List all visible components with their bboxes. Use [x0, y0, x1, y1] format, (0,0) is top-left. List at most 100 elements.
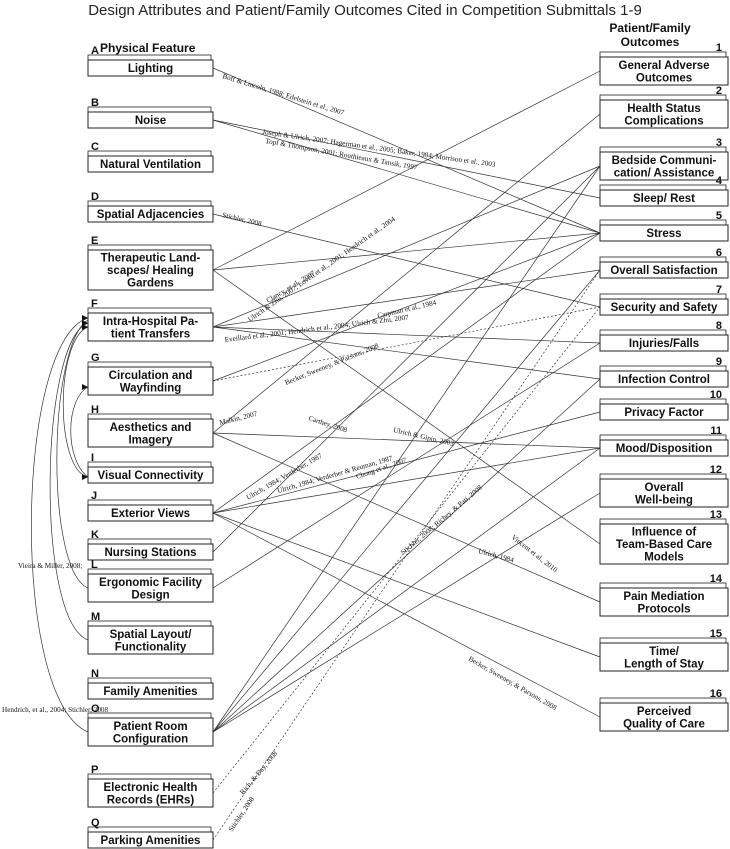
curve-spatial-layout-to-transfers: [49, 322, 89, 641]
outcome-number: 13: [710, 509, 722, 521]
link-g-to-5: [212, 232, 601, 382]
curve-ergonomic-to-transfers: [56, 319, 89, 589]
outcome-box: [599, 439, 729, 457]
feature-label: scapes/ Healing: [107, 265, 194, 277]
outcome-label: Mood/Disposition: [616, 443, 712, 455]
feature-letter: P: [91, 764, 98, 776]
outcome-number: 10: [710, 389, 722, 401]
link-e-to-1: [212, 70, 601, 271]
link-l-to-8: [212, 342, 601, 589]
feature-tab: [87, 499, 212, 506]
feature-letter: N: [91, 668, 99, 680]
outcome-label: Time/: [649, 646, 680, 658]
outcome-tab: [599, 329, 727, 336]
feature-tab: [87, 568, 212, 575]
feature-label: Records (EHRs): [107, 794, 195, 806]
link-a-to-5: [212, 67, 601, 234]
outcome-number: 3: [716, 137, 722, 149]
diagram-title: Design Attributes and Patient/Family Out…: [88, 2, 642, 19]
outcomes-header-line2: Outcomes: [621, 35, 680, 49]
feature-letter: E: [91, 235, 98, 247]
citation-label: Vincent et al., 2010: [510, 533, 559, 574]
feature-tab: [87, 200, 212, 207]
feature-label: Aesthetics and: [110, 422, 192, 434]
feature-box: [87, 249, 214, 291]
outcome-box: [599, 224, 729, 242]
outcome-box: [599, 642, 729, 672]
feature-letter: H: [91, 404, 99, 416]
feature-label: Ergonomic Facility: [99, 577, 202, 589]
outcome-label: Complications: [624, 115, 703, 127]
outcome-tab: [599, 434, 727, 441]
feature-label: Patient Room: [113, 721, 187, 733]
outcome-tab: [599, 293, 727, 300]
citation-label: Ulrich & Gipin, 2003: [393, 426, 455, 448]
feature-label: Circulation and: [109, 370, 193, 382]
outcome-box: [599, 261, 729, 279]
feature-box: [87, 831, 214, 849]
feature-tab: [87, 538, 212, 545]
feature-box: [87, 111, 214, 129]
outcome-label: Infection Control: [618, 374, 710, 386]
feature-tab: [87, 413, 212, 420]
feature-label: Spatial Layout/: [110, 629, 193, 641]
arrowhead-3: [82, 324, 88, 330]
outcome-label: Stress: [646, 228, 681, 240]
feature-box: [87, 717, 214, 747]
feature-label: Design: [131, 589, 169, 601]
outcome-label: Pain Mediation: [623, 591, 704, 603]
outcome-label: Length of Stay: [624, 658, 704, 670]
feature-letter: D: [91, 191, 99, 203]
link-f-to-9: [212, 326, 601, 380]
feature-letter: J: [91, 490, 97, 502]
arrowhead-5: [82, 474, 88, 480]
outcome-label: Health Status: [627, 103, 701, 115]
outcome-number: 11: [710, 425, 722, 437]
feature-tab: [87, 826, 212, 833]
citation-label: Boff & Lincoln, 1988; Edelstein et al., …: [221, 72, 345, 117]
link-g-to-7: [212, 306, 601, 382]
feature-label: Visual Connectivity: [98, 470, 204, 482]
outcome-tab: [599, 697, 727, 704]
citation-label: Hendrich, et al., 2004; Stichler, 2008: [2, 706, 109, 714]
feature-box: [87, 155, 214, 173]
feature-letter: A: [91, 45, 99, 57]
link-f-to-3: [212, 165, 601, 328]
feature-label: Lighting: [128, 63, 173, 75]
feature-label: tient Transfers: [111, 328, 190, 340]
outcome-label: Overall Satisfaction: [610, 265, 717, 277]
outcome-tab: [599, 219, 727, 226]
feature-label: Intra-Hospital Pa-: [103, 316, 198, 328]
outcome-box: [599, 478, 729, 508]
outcome-number: 4: [716, 175, 723, 187]
feature-letter: F: [91, 298, 98, 310]
link-q-to-6: [212, 269, 601, 841]
feature-box: [87, 59, 214, 77]
curve-visual-to-circulation: [70, 386, 89, 478]
feature-lighting: A Lighting: [87, 45, 214, 77]
outcome-number: 7: [716, 284, 722, 296]
link-h-to-2: [212, 113, 601, 434]
outcome-number: 6: [716, 247, 722, 259]
outcome-number: 12: [710, 464, 722, 476]
outcome-tab: [599, 146, 727, 153]
feature-box: [87, 312, 214, 342]
outcomes-header-line1: Patient/Family: [609, 21, 691, 35]
